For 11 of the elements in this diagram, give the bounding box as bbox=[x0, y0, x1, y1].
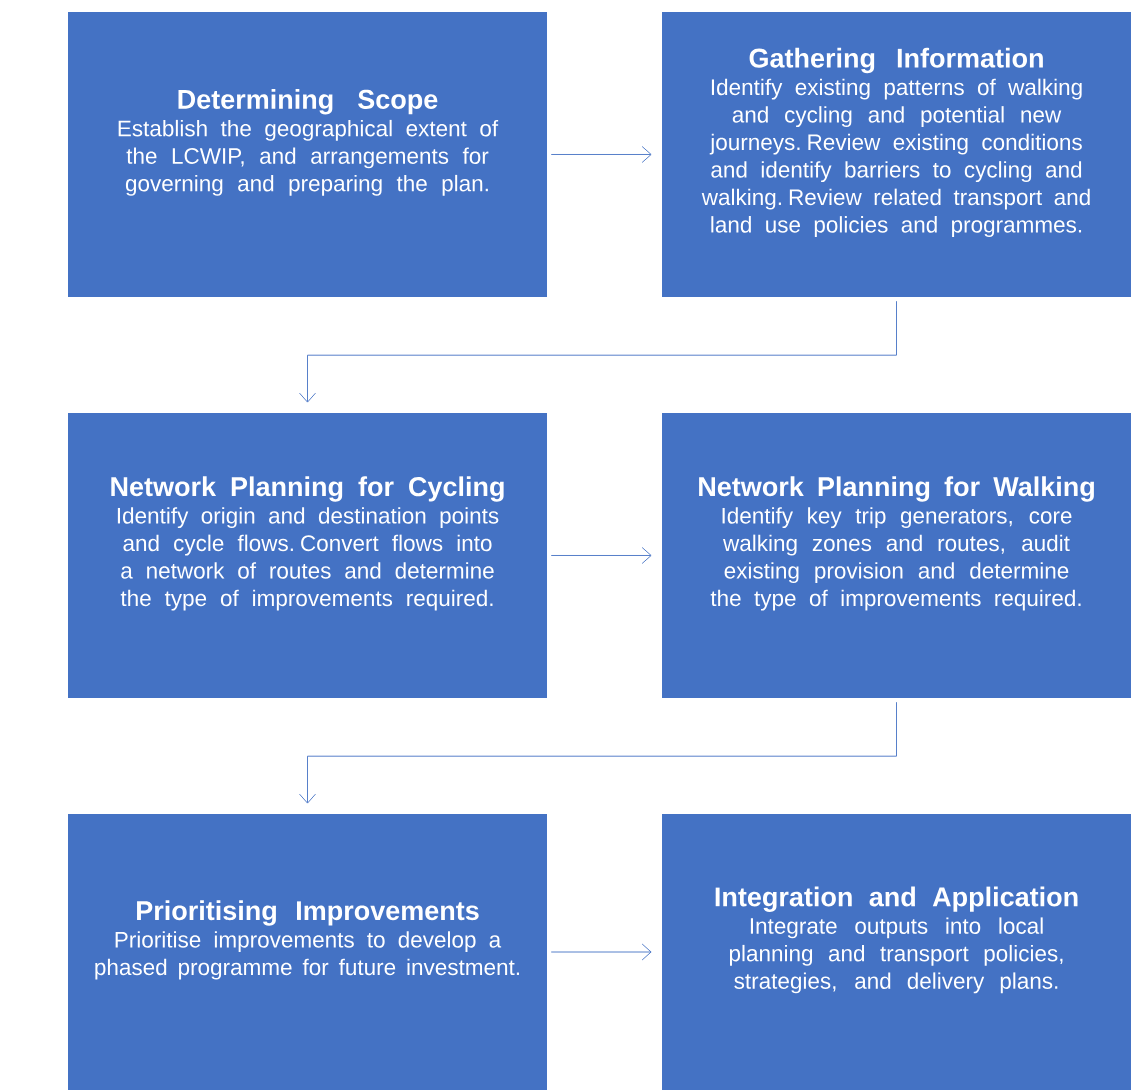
process-box: Integration and Application Integrate outputs into local planning and transport policies, strategies, and delivery plans. bbox=[662, 814, 1131, 1090]
arrow bbox=[299, 701, 897, 804]
arrow bbox=[550, 547, 652, 564]
process-box: Prioritising Improvements Prioritise improvements to develop a phased programme for future investment. bbox=[68, 814, 547, 1090]
process-box: Determining Scope Establish the geographical extent of the LCWIP, and arrangements for governing and preparing the plan. bbox=[68, 12, 547, 297]
process-box: Gathering Information Identify existing patterns of walking and cycling and potential new journeys. Review existing conditions and identify barriers to cycling and walking. Review related transport and land use policies and programmes. bbox=[662, 12, 1131, 297]
arrow bbox=[550, 146, 652, 163]
arrow bbox=[299, 300, 897, 403]
process-box: Network Planning for Walking Identify key trip generators, core walking zones and routes, audit existing provision and determine the type of improvements required. bbox=[662, 413, 1131, 698]
arrow bbox=[550, 943, 652, 961]
process-box: Network Planning for Cycling Identify origin and destination points and cycle flows. Convert flows into a network of routes and determine the type of improvements required. bbox=[68, 413, 547, 698]
